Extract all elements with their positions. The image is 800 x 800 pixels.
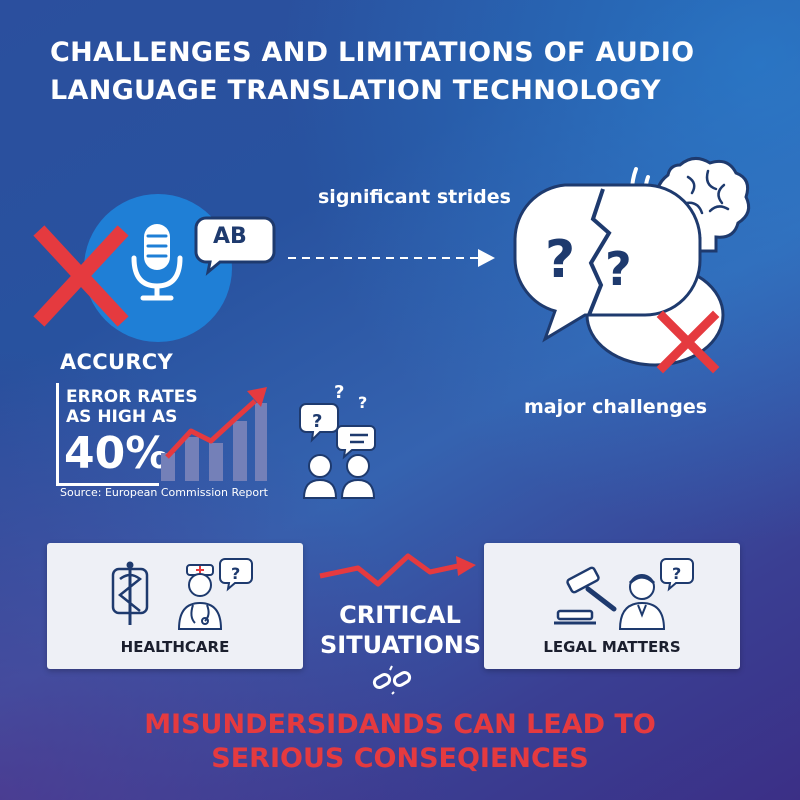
svg-text:?: ? [312, 411, 322, 432]
svg-text:?: ? [605, 242, 632, 296]
svg-text:?: ? [545, 230, 575, 290]
warning-line-1: MISUNDERSIDANDS CAN LEAD TO [144, 709, 656, 740]
rising-chart-icon [161, 387, 267, 481]
warning-line-2: SERIOUS CONSEQIENCES [211, 743, 589, 774]
page-title: CHALLENGES AND LIMITATIONS OF AUDIO LANG… [50, 34, 770, 110]
svg-text:?: ? [672, 564, 681, 583]
svg-text:?: ? [334, 382, 344, 403]
arrow-label: significant strides [318, 186, 511, 208]
error-rate-text: ERROR RATES AS HIGH AS [66, 387, 198, 427]
caduceus-icon [111, 561, 149, 625]
healthcare-card: ? HEALTHCARE [47, 543, 303, 669]
small-red-x-icon [656, 310, 720, 374]
source-note: Source: European Commission Report [60, 486, 268, 499]
error-line-1: ERROR RATES [66, 387, 198, 407]
critical-situations: CRITICAL SITUATIONS [320, 600, 482, 660]
error-box-border [56, 383, 159, 486]
svg-text:?: ? [358, 393, 367, 412]
red-x-icon [33, 225, 129, 327]
error-percent: 40% [64, 428, 170, 479]
legal-card: ? LEGAL MATTERS [484, 543, 740, 669]
person-question-icon: ? [618, 558, 694, 630]
gavel-icon [554, 566, 617, 625]
warning-text: MISUNDERSIDANDS CAN LEAD TO SERIOUS CONS… [100, 708, 700, 776]
broken-speech-bubble-icon: ? ? [513, 183, 725, 374]
speech-bubble-text: AB [213, 224, 247, 249]
title-line-1: CHALLENGES AND LIMITATIONS OF AUDIO [50, 37, 695, 68]
title-line-2: LANGUAGE TRANSLATION TECHNOLOGY [50, 75, 661, 106]
people-question-icon: ? ? ? [299, 382, 376, 499]
microphone-translation-graphic [33, 194, 276, 342]
critical-line-1: CRITICAL [339, 601, 461, 629]
broken-chain-icon [372, 665, 412, 695]
microphone-icon [131, 224, 183, 301]
challenges-label: major challenges [524, 396, 708, 418]
zigzag-arrow [319, 553, 476, 587]
critical-line-2: SITUATIONS [320, 631, 482, 659]
speech-bubble-icon [194, 216, 276, 276]
svg-text:?: ? [231, 564, 240, 583]
healthcare-label: HEALTHCARE [120, 638, 230, 656]
dashed-arrow [288, 249, 495, 267]
legal-label: LEGAL MATTERS [543, 638, 681, 656]
error-line-2: AS HIGH AS [66, 407, 178, 427]
accuracy-heading: ACCURCY [60, 350, 174, 374]
doctor-icon: ? [177, 558, 253, 630]
